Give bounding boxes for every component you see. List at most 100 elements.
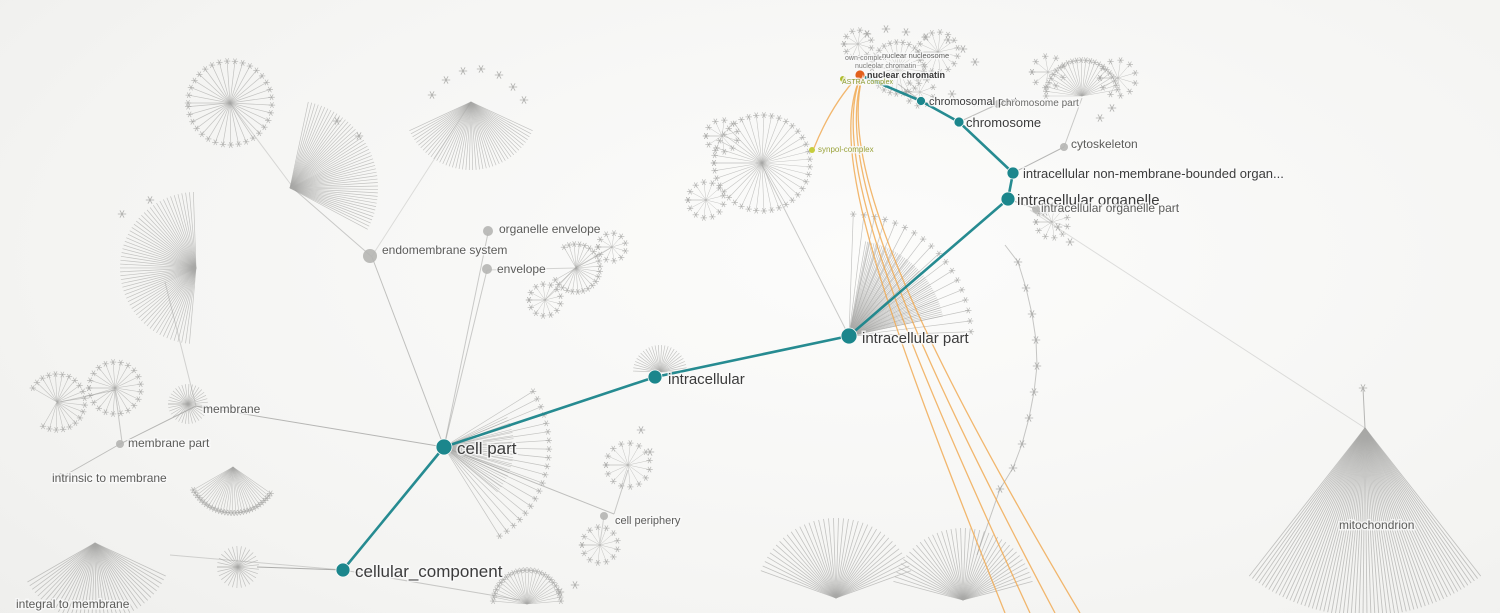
term-label-secondary-6[interactable]: cell periphery	[614, 514, 683, 529]
relation-edge-gray	[371, 256, 445, 448]
fan-spoke	[149, 207, 197, 269]
fan-spoke	[188, 94, 231, 104]
fan-spoke	[29, 542, 96, 587]
fan-spoke	[919, 51, 939, 61]
term-label-secondary-5[interactable]: intrinsic to membrane	[51, 470, 169, 487]
fan-spoke	[848, 287, 933, 337]
asterisk-icon	[545, 463, 550, 470]
fan-spoke	[224, 566, 239, 584]
asterisk-icon	[1019, 440, 1025, 448]
asterisk-icon	[858, 27, 862, 34]
term-label-secondary-8[interactable]: cytoskeleton	[1070, 136, 1140, 153]
fan-spoke	[857, 33, 868, 45]
term-label-secondary-11[interactable]: chromosome part	[1000, 97, 1081, 111]
term-label-secondary-1[interactable]: endomembrane system	[381, 242, 509, 259]
relation-edge-gray	[1031, 313, 1037, 341]
fan-spoke	[187, 403, 208, 407]
graph-node-minor[interactable]	[1060, 143, 1068, 151]
graph-node-minor[interactable]	[600, 512, 608, 520]
graph-node-intracellular-organelle[interactable]	[1000, 191, 1016, 207]
graph-node-complex[interactable]	[809, 147, 815, 153]
relation-edge-gray	[443, 269, 488, 448]
graph-node-complex[interactable]	[840, 76, 846, 82]
fan-spoke	[187, 391, 205, 405]
graph-node-intracellular[interactable]	[647, 369, 663, 385]
asterisk-icon	[1044, 88, 1049, 95]
fan-spoke	[599, 544, 607, 562]
graph-node-cellular-component[interactable]	[335, 562, 351, 578]
fan-spoke	[962, 541, 1007, 601]
asterisk-icon	[647, 466, 652, 473]
fan-spoke	[932, 534, 964, 601]
asterisk-icon	[91, 370, 96, 377]
fan-spoke	[126, 237, 197, 269]
fan-spoke	[173, 195, 197, 269]
asterisk-icon	[732, 199, 737, 206]
fan-spoke	[937, 32, 941, 53]
term-label-secondary-3[interactable]: membrane	[202, 401, 263, 418]
fan-spoke	[848, 238, 924, 337]
fan-spoke	[611, 246, 622, 258]
graph-node-intracellular-part[interactable]	[840, 327, 858, 345]
fan-spoke	[931, 32, 939, 53]
term-label-secondary-12: own-complex	[845, 55, 887, 62]
asterisk-icon	[53, 371, 58, 377]
asterisk-icon	[46, 372, 51, 379]
asterisk-icon	[551, 579, 556, 586]
graph-node-intracellular-non-membrane-bounded-organelle[interactable]	[1006, 166, 1020, 180]
graph-node-minor[interactable]	[116, 440, 124, 448]
term-label-cell-part[interactable]: cell part	[456, 438, 519, 460]
term-label-secondary-9[interactable]: intracellular organelle part	[1040, 200, 1182, 217]
fan-spoke	[187, 384, 193, 405]
term-label-intracellular[interactable]: intracellular	[667, 370, 747, 390]
graph-node-minor[interactable]	[1032, 205, 1040, 213]
term-label-secondary-4[interactable]: membrane part	[127, 435, 212, 452]
fan-spoke	[846, 36, 859, 45]
fan-spoke	[114, 387, 139, 400]
asterisk-icon	[262, 124, 267, 131]
asterisk-icon	[739, 116, 744, 123]
asterisk-icon	[1127, 61, 1132, 68]
term-label-secondary-10[interactable]: integral to membrane	[15, 596, 132, 613]
term-label-secondary-15[interactable]: nuclear chromatin	[866, 69, 947, 82]
graph-node-nuclear-chromatin[interactable]	[854, 69, 866, 81]
fan-spoke	[289, 175, 378, 189]
fan-spoke	[835, 541, 893, 599]
fan-spoke	[835, 519, 854, 599]
fan-spoke	[1051, 206, 1055, 223]
asterisk-icon	[528, 503, 533, 510]
term-label-intracellular-organelle[interactable]: intracellular organelle	[1016, 191, 1162, 211]
graph-node-chromosome[interactable]	[953, 116, 965, 128]
asterisk-icon	[869, 44, 874, 51]
term-label-intracellular-non-membrane-bounded-organelle[interactable]: intracellular non-membrane-bounded organ…	[1022, 165, 1286, 183]
asterisk-icon	[796, 128, 800, 135]
term-label-cellular-component[interactable]: cellular_component	[354, 561, 505, 583]
fan-spoke	[470, 101, 517, 153]
term-label-chromosomal-part[interactable]: chromosomal part	[928, 95, 1019, 110]
graph-node-minor[interactable]	[994, 100, 1002, 108]
fan-spoke	[443, 446, 507, 480]
graph-node-minor[interactable]	[363, 249, 377, 263]
term-label-intracellular-part[interactable]: intracellular part	[861, 329, 972, 349]
fan-spoke	[470, 101, 512, 158]
graph-node-minor[interactable]	[483, 226, 493, 236]
asterisk-icon	[877, 47, 881, 54]
fan-spoke	[152, 267, 197, 331]
fan-spoke	[620, 443, 629, 466]
fan-spoke	[562, 267, 577, 288]
graph-node-minor[interactable]	[58, 473, 66, 481]
fan-spoke	[141, 214, 197, 269]
term-label-chromosome[interactable]: chromosome	[965, 114, 1043, 132]
graph-node-chromosomal-part[interactable]	[916, 96, 926, 106]
fan-spoke	[599, 532, 614, 546]
term-label-secondary-2[interactable]: envelope	[496, 261, 548, 278]
graph-node-cell-part[interactable]	[435, 438, 453, 456]
fan-cluster	[633, 345, 687, 373]
term-label-secondary-7[interactable]: mitochondrion	[1338, 517, 1416, 534]
relation-edge-gray	[1063, 97, 1083, 148]
fan-spoke	[530, 292, 546, 301]
graph-node-minor[interactable]	[482, 264, 492, 274]
term-label-secondary-0[interactable]: organelle envelope	[498, 221, 603, 238]
